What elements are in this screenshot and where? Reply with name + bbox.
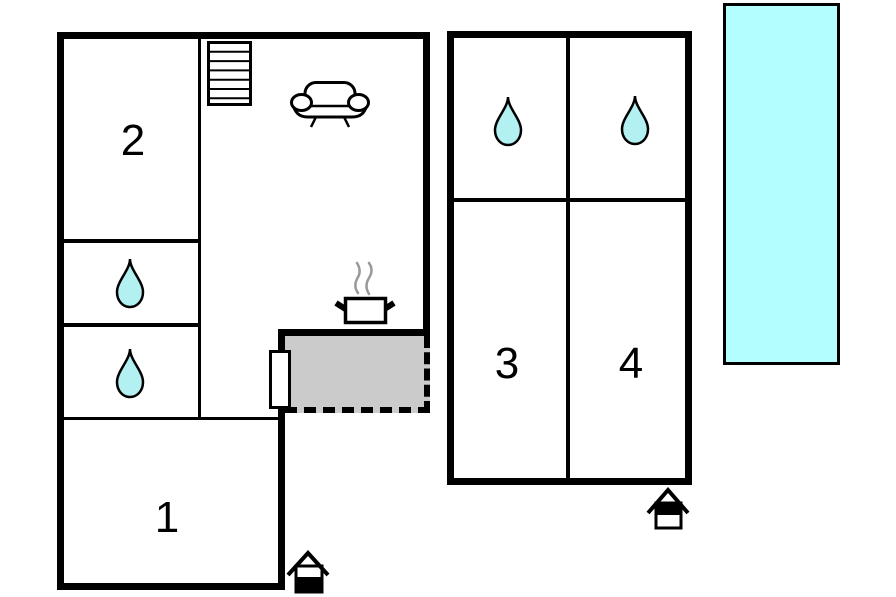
room-2-label: 2 (120, 116, 146, 165)
stairs-icon (207, 41, 252, 106)
stove-pot-icon (334, 261, 396, 325)
interior-wall (454, 198, 685, 202)
wall (278, 329, 430, 336)
entrance-house-icon (646, 486, 690, 530)
wall (57, 583, 285, 590)
wall (57, 32, 64, 590)
swimming-pool (723, 3, 840, 365)
interior-wall (64, 417, 285, 420)
wall (423, 32, 430, 336)
room-3-label: 3 (494, 339, 520, 388)
wall (57, 32, 430, 39)
wall (278, 329, 285, 590)
door (269, 350, 291, 409)
water-drop-icon (620, 95, 650, 146)
wall (685, 31, 692, 485)
water-drop-icon (493, 96, 523, 147)
wall (447, 31, 454, 485)
terrace-area (285, 336, 430, 413)
interior-wall (198, 39, 201, 420)
water-drop-icon (115, 348, 145, 399)
room-4-label: 4 (618, 339, 644, 388)
wall (447, 31, 692, 38)
water-drop-icon (115, 258, 145, 309)
wall (447, 478, 692, 485)
sofa-icon (290, 81, 370, 128)
interior-wall (64, 323, 201, 327)
entrance-house-icon (286, 550, 330, 594)
interior-wall (566, 38, 570, 478)
room-1-label: 1 (154, 493, 180, 542)
interior-wall (64, 239, 201, 243)
